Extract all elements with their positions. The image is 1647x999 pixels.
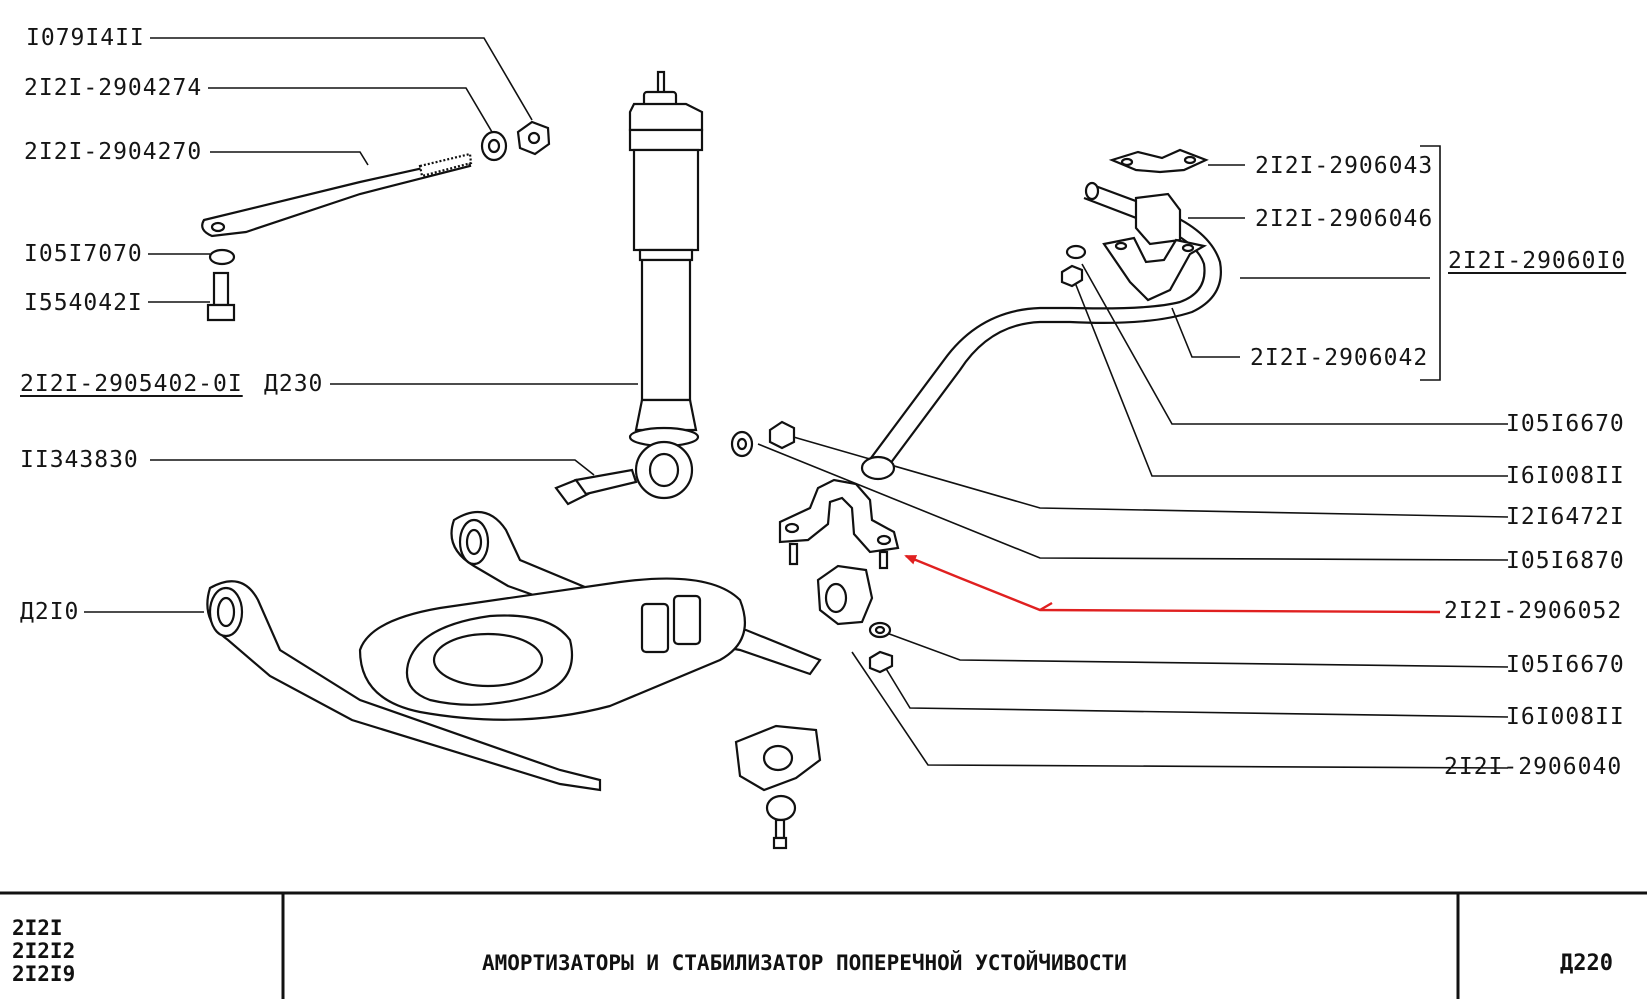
part-label-bolt-r: I2I6472I	[1506, 504, 1625, 530]
leader-lines-right	[757, 145, 1509, 769]
model-code: 2I2I	[12, 916, 63, 940]
part-label-shock-bolt: II343830	[20, 447, 139, 473]
tie-rod-icon	[201, 152, 473, 238]
part-label-lower-arm: Д2I0	[20, 599, 80, 625]
title-block-frame	[0, 891, 1647, 999]
clamp-bracket-center-icon	[778, 478, 900, 570]
sheet-page-number: Д220	[1560, 951, 1613, 976]
part-label-nut-r1: I6I008II	[1506, 463, 1625, 489]
washer-icon	[1065, 244, 1087, 260]
spring-washer-icon	[208, 248, 236, 266]
nut-icon	[768, 420, 796, 450]
part-label-tie-rod: 2I2I-2904270	[24, 139, 203, 165]
part-label-shock-page-ref: Д230	[264, 371, 324, 397]
part-label-cushion-top: 2I2I-2906046	[1255, 206, 1434, 232]
shock-bolt-icon	[554, 468, 638, 506]
washer-icon	[480, 130, 508, 162]
part-label-stabilizer-bar: 2I2I-29060I0	[1448, 248, 1627, 274]
clamp-bracket-top-icon	[1108, 148, 1209, 174]
cushion-lower-icon	[816, 564, 874, 626]
part-label-cushion-bracket: 2I2I-2906052	[1444, 598, 1623, 624]
washer-icon	[868, 621, 892, 639]
part-label-spring-washer-r2: I05I6870	[1506, 548, 1625, 574]
part-label-cushion-lower: 2I2I-2906040	[1444, 754, 1623, 780]
highlight-arrow	[904, 554, 1441, 614]
part-label-clamp-top: 2I2I-2906043	[1255, 153, 1434, 179]
bolt-icon	[206, 271, 236, 322]
part-label-shock-absorber: 2I2I-2905402-0I	[20, 371, 243, 397]
nut-icon	[1060, 264, 1084, 288]
ball-joint-icon	[734, 724, 822, 850]
model-code: 2I2I2	[12, 939, 76, 963]
part-label-nut-r2: I6I008II	[1506, 704, 1625, 730]
part-label-spring-washer-r1: I05I6670	[1506, 411, 1625, 437]
cushion-top-icon	[1134, 192, 1182, 246]
part-label-nut-upper: I079I4II	[26, 25, 145, 51]
bracket-bottom-icon	[1102, 236, 1208, 302]
part-label-washer-spacer: 2I2I-2904274	[24, 75, 203, 101]
part-label-spring-washer-r3: I05I6670	[1506, 652, 1625, 678]
part-label-bolt-rod: I554042I	[24, 290, 143, 316]
nut-icon	[868, 650, 894, 674]
washer-icon	[730, 430, 754, 458]
part-label-bracket-bottom: 2I2I-2906042	[1250, 345, 1429, 371]
lower-arm-icon	[206, 510, 822, 792]
sheet-title: АМОРТИЗАТОРЫ И СТАБИЛИЗАТОР ПОПЕРЕЧНОЙ У…	[482, 951, 1127, 975]
parts	[201, 70, 1222, 850]
part-label-spring-washer: I05I7070	[24, 241, 143, 267]
leader-lines-left	[84, 37, 638, 613]
nut-icon	[516, 120, 551, 156]
shock-absorber-icon	[628, 70, 704, 500]
model-list: 2I2I 2I2I2 2I2I9	[12, 917, 75, 986]
model-code: 2I2I9	[12, 962, 76, 986]
